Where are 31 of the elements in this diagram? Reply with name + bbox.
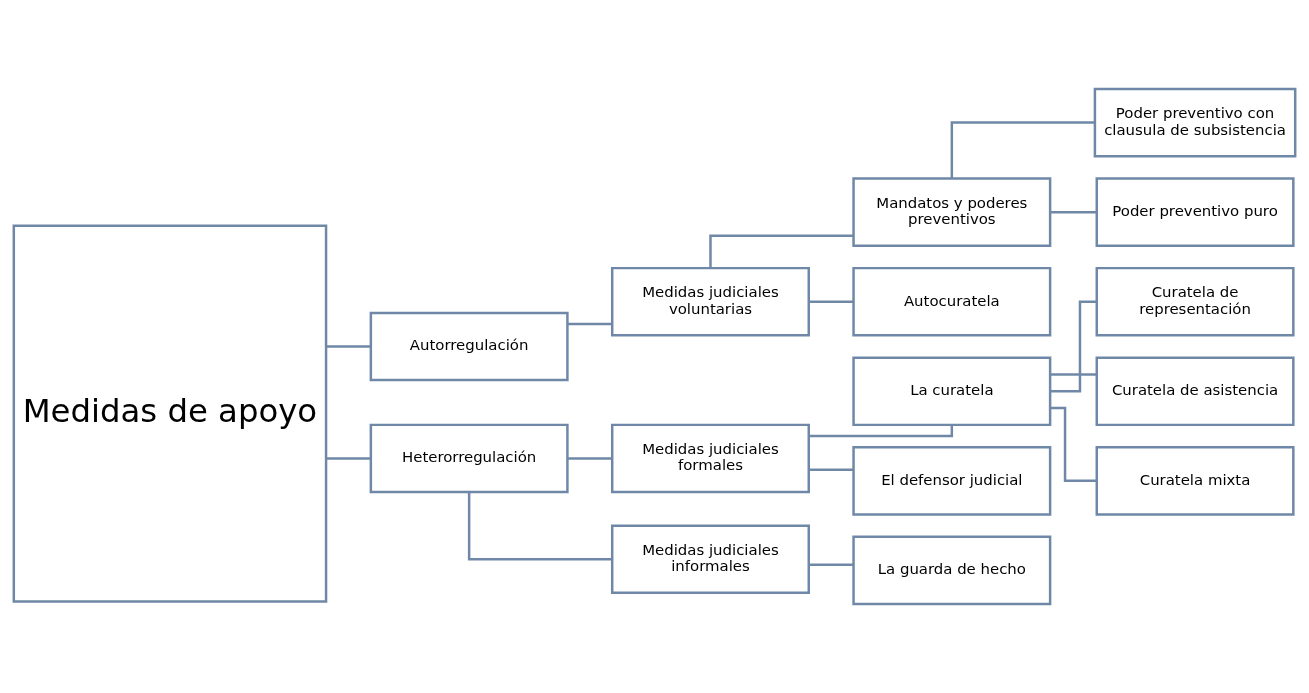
connector: [326, 457, 371, 460]
connector: [1050, 373, 1097, 376]
connector: [567, 457, 612, 460]
node-box: La curatela: [852, 356, 1052, 427]
connector: [950, 121, 1095, 179]
node-box: Medidas judiciales voluntarias: [610, 266, 810, 337]
connector: [326, 345, 371, 348]
connector: [709, 234, 854, 268]
connector: [809, 468, 854, 471]
node-box: El defensor judicial: [852, 446, 1052, 516]
node-box: Curatela mixta: [1095, 446, 1295, 516]
connector: [809, 563, 854, 567]
node-box: Medidas judiciales informales: [610, 524, 810, 595]
node-box: Poder preventivo con clausula de subsistencia: [1093, 87, 1297, 158]
connector: [809, 300, 854, 303]
node-box: Poder preventivo puro: [1095, 177, 1295, 247]
node-box: Mandatos y poderes preventivos: [852, 177, 1052, 247]
node-box: Medidas judiciales formales: [610, 423, 810, 494]
connector: [809, 425, 954, 438]
connector: [1050, 406, 1097, 483]
node-box: La guarda de hecho: [852, 535, 1052, 606]
connector: [1050, 300, 1097, 393]
node-box: Autorregulación: [369, 311, 569, 382]
node-box: Curatela de representación: [1095, 266, 1295, 337]
node-box: Medidas de apoyo: [12, 224, 328, 603]
node-box: Curatela de asistencia: [1095, 356, 1295, 427]
node-box: Autocuratela: [852, 266, 1052, 337]
node-box: Heterorregulación: [369, 423, 569, 494]
connector: [1050, 210, 1097, 214]
connector: [567, 322, 612, 326]
connector: [467, 492, 612, 561]
